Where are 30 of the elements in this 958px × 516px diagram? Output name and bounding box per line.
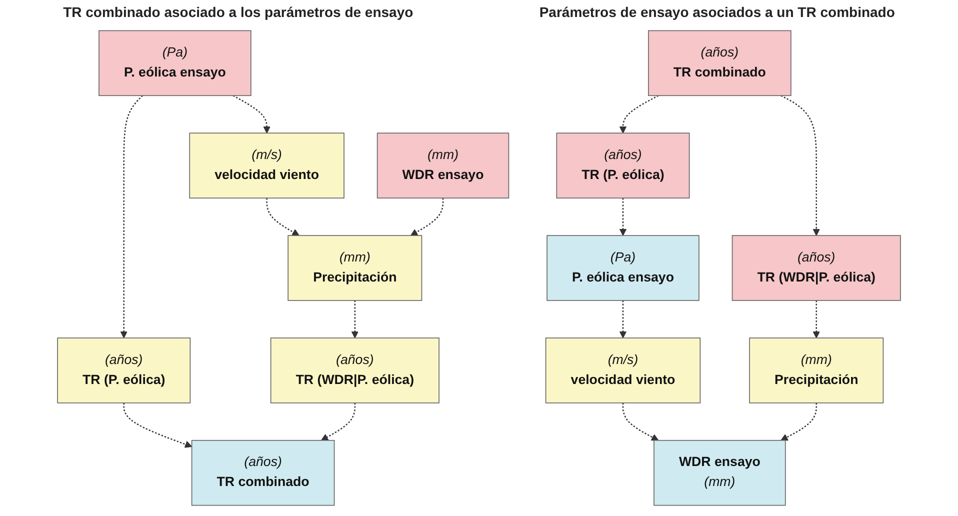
node-box: (años) TR (P. eólica) (57, 338, 191, 404)
node-box: (mm) WDR ensayo (376, 132, 510, 198)
arrow (619, 198, 627, 236)
node-box: (mm) Precipitación (288, 235, 422, 301)
arrow (780, 402, 817, 441)
panel-heading: Parámetros de ensayo asociados a un TR combinado (539, 4, 895, 20)
node-box: (años) TR combinado (191, 440, 335, 506)
node-box: (años) TR combinado (648, 30, 792, 96)
node-box: (m/s) velocidad viento (189, 132, 344, 198)
arrow (351, 300, 359, 338)
node-box: (años) TR (WDR|P. eólica) (732, 235, 901, 301)
node-box: (Pa) P. eólica ensayo (546, 235, 700, 301)
node-box: (mm) Precipitación (749, 338, 884, 404)
node-box: (años) TR (WDR|P. eólica) (270, 338, 440, 404)
arrow (780, 95, 820, 236)
arrow (410, 198, 444, 236)
node-box: (m/s) velocidad viento (545, 338, 701, 404)
node-box: (Pa) P. eólica ensayo (98, 30, 252, 96)
arrow (120, 95, 143, 338)
arrow (232, 95, 270, 134)
arrow (812, 300, 820, 338)
arrow (123, 402, 192, 448)
arrow (619, 95, 659, 134)
node-box: WDR ensayo (mm) (654, 440, 786, 506)
arrow (619, 300, 627, 338)
arrow (320, 402, 356, 441)
panel-heading: TR combinado asociado a los parámetros de ensayo (63, 4, 414, 20)
arrow (266, 198, 300, 236)
node-box: (años) TR (P. eólica) (556, 132, 690, 198)
arrow (622, 402, 659, 441)
